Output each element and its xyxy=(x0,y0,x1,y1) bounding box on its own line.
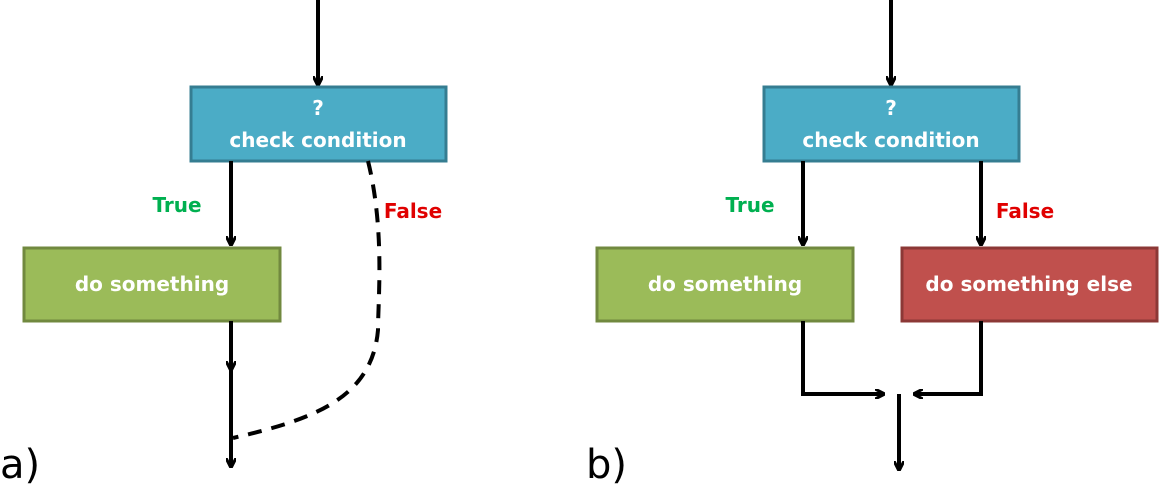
do-something-text: do something xyxy=(75,272,229,296)
do-something-else-box: do something else xyxy=(900,246,1159,323)
condition-box: ? check condition xyxy=(189,85,448,163)
do-something-text: do something xyxy=(648,272,802,296)
panel-b: ? check condition True False do somethin… xyxy=(586,0,1159,488)
panel-a: ? check condition True do something Fals… xyxy=(0,0,448,488)
false-label: False xyxy=(384,199,442,223)
do-something-else-text: do something else xyxy=(925,272,1132,296)
condition-box: ? check condition xyxy=(762,85,1021,163)
condition-symbol: ? xyxy=(885,96,897,120)
condition-text: check condition xyxy=(229,128,406,152)
panel-label-b: b) xyxy=(586,442,627,488)
true-label: True xyxy=(725,193,774,217)
do-something-box: do something xyxy=(595,246,855,323)
panel-label-a: a) xyxy=(0,442,40,488)
condition-text: check condition xyxy=(802,128,979,152)
false-label: False xyxy=(996,199,1054,223)
merge-right-line xyxy=(914,321,983,394)
true-label: True xyxy=(152,193,201,217)
merge-left-line xyxy=(801,321,884,394)
condition-symbol: ? xyxy=(312,96,324,120)
do-something-box: do something xyxy=(22,246,282,323)
false-dashed-path xyxy=(232,160,382,440)
